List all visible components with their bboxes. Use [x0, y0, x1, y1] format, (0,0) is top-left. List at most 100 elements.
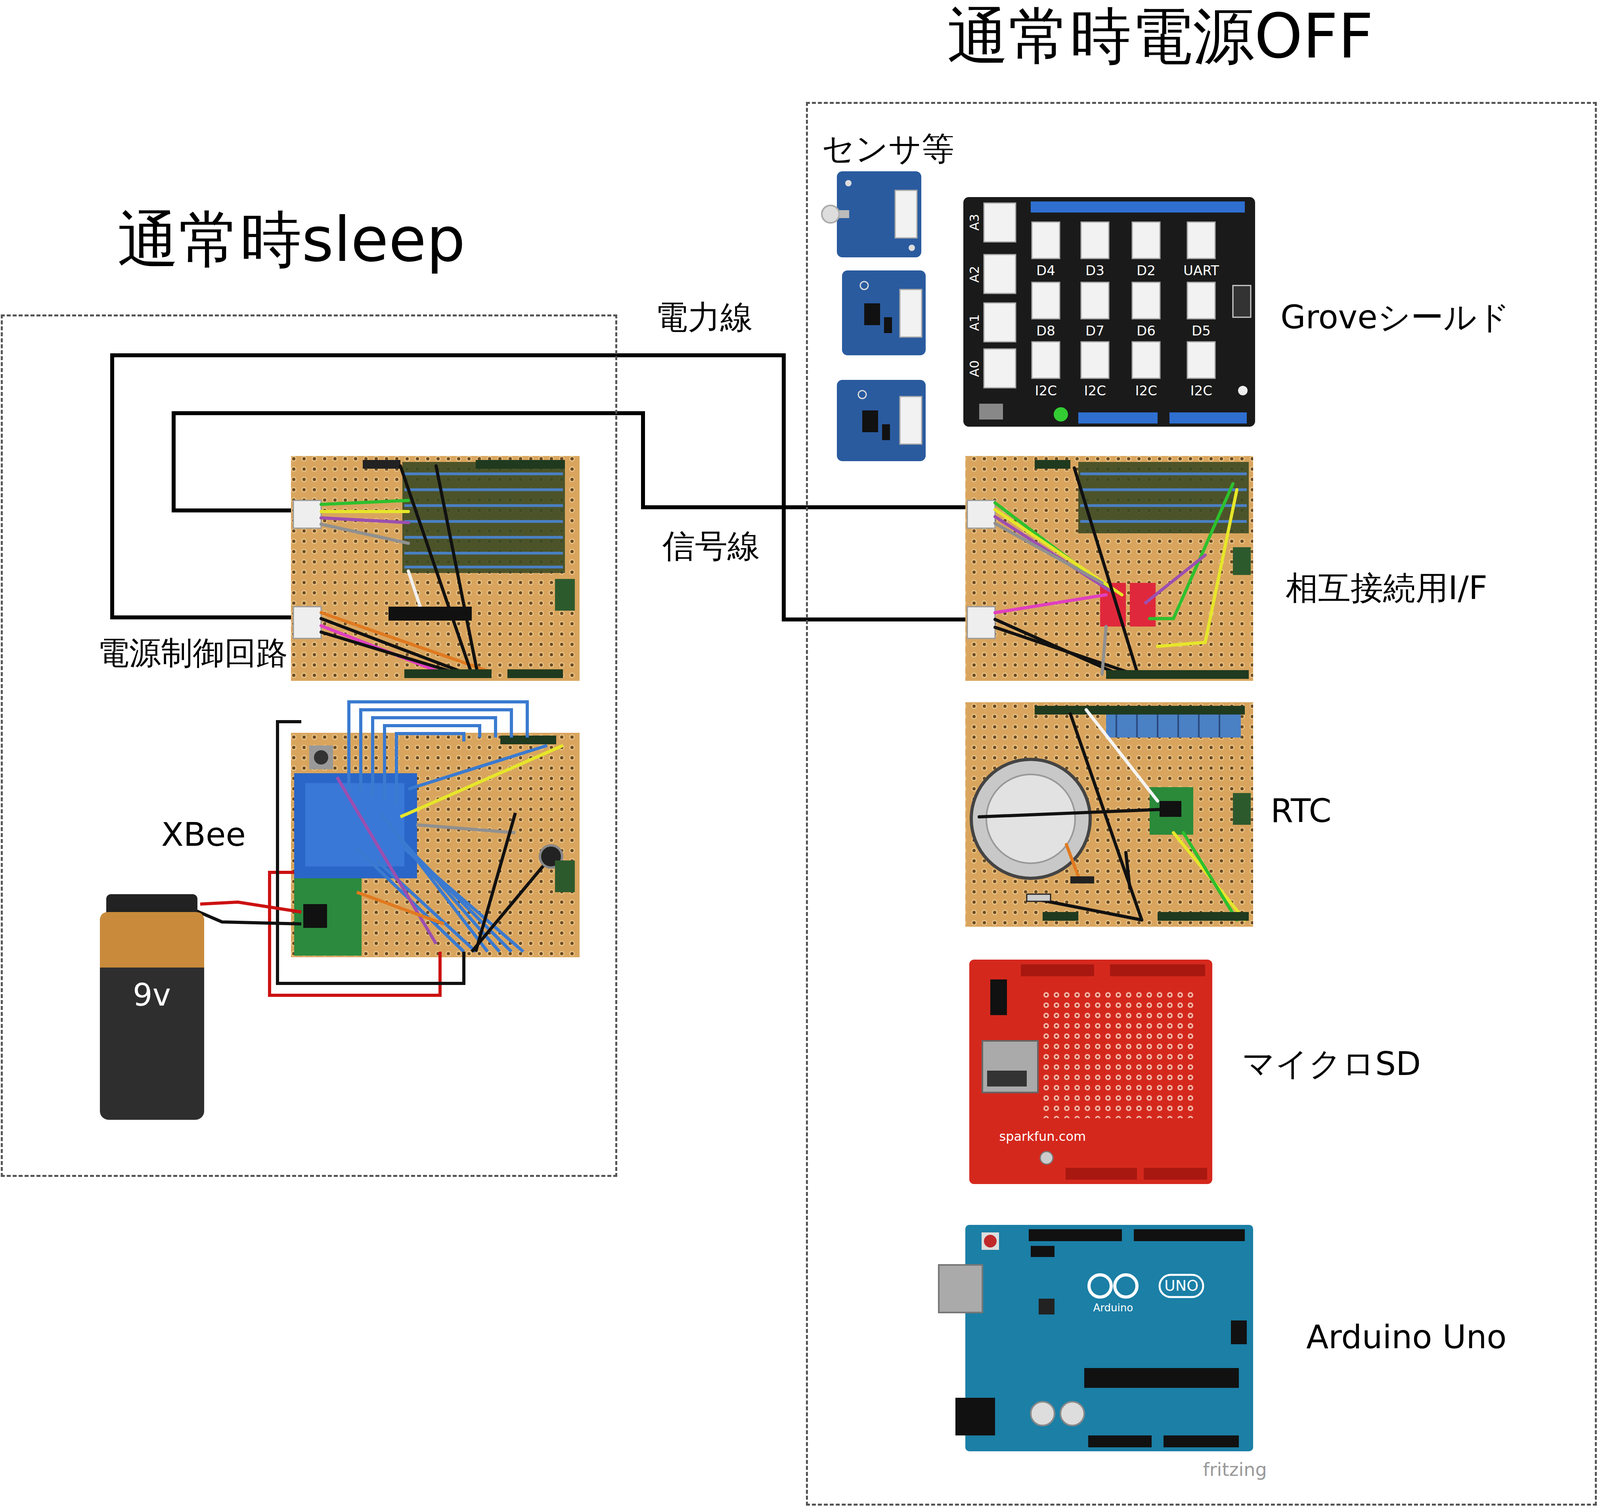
- power-board-art: [388, 606, 472, 621]
- arduino-art: [1159, 1274, 1204, 1297]
- xbee-board-art: [555, 860, 575, 892]
- rtc-board-art: [1106, 714, 1241, 738]
- xbee-board-art: [416, 824, 516, 833]
- silkscreen-label: UNO: [1164, 1277, 1199, 1294]
- rtc-board-art: [1125, 852, 1130, 889]
- node-label: XBee: [161, 815, 246, 854]
- silkscreen-label: D3: [1085, 263, 1105, 278]
- rtc-board-art: [1070, 876, 1095, 884]
- xbee-board-art: [336, 777, 437, 944]
- power-board-art: [290, 455, 580, 681]
- power-board-art: [321, 517, 409, 523]
- power-board-art: [321, 500, 409, 505]
- arduino-art: [1060, 1401, 1085, 1426]
- power-board-art: [436, 465, 478, 674]
- grove-shield-art: [1132, 222, 1160, 259]
- xbee-board-art: [348, 701, 548, 952]
- interface-board-art: [995, 523, 1103, 583]
- grove-shield-art: [983, 302, 1016, 342]
- sensor-modules: [899, 289, 922, 337]
- sd-shield-art: [1020, 964, 1095, 977]
- interface-board-art: [967, 606, 996, 639]
- rtc-board-art: [1198, 714, 1200, 738]
- silkscreen-label: A0: [967, 359, 982, 377]
- power-board-art: [400, 465, 472, 674]
- silkscreen-label: A3: [967, 213, 982, 231]
- grove-shield-art: [963, 197, 1256, 427]
- shield-board: マイクロSD: [969, 959, 1213, 1184]
- power-board-art: [321, 618, 468, 674]
- arduino-art: [938, 1224, 1254, 1451]
- interface-board-art: [1149, 483, 1233, 619]
- grove-shield-art: [983, 254, 1016, 294]
- power-board-art: [402, 461, 565, 573]
- sensor-modules: [862, 410, 879, 433]
- sd-shield-art: [1110, 964, 1206, 977]
- edge-label: 信号線: [662, 528, 760, 564]
- arduino-art: [981, 1232, 1000, 1250]
- xbee-board-art: [194, 909, 302, 924]
- xbee-board-art: [404, 848, 524, 952]
- interface-board-art: [1080, 488, 1247, 492]
- sd-shield-art: [1065, 1167, 1137, 1180]
- grove-shield-art: [1031, 341, 1060, 379]
- power-board-art: [321, 509, 409, 513]
- arduino-art: [938, 1264, 983, 1313]
- interface-board-art: [1074, 467, 1138, 674]
- grove-shield-art: [1187, 282, 1216, 319]
- power-board-art: [321, 465, 488, 674]
- rtc-board-art: [1086, 709, 1158, 801]
- silkscreen-label: sparkfun.com: [999, 1129, 1087, 1144]
- rtc-board-art: [1183, 832, 1237, 920]
- interface-board-art: [965, 455, 1254, 681]
- circuit-board: 電源制御回路: [290, 455, 580, 681]
- power-board-art: [404, 565, 563, 569]
- arduino-art: [1028, 1228, 1122, 1241]
- rtc-board-art: [971, 759, 1091, 879]
- sensor-modules: [836, 379, 926, 462]
- sensor-modules: [895, 190, 917, 238]
- silkscreen-label: A2: [967, 265, 982, 283]
- interface-board-art: [1145, 555, 1206, 603]
- arduino-art: [1088, 1274, 1112, 1297]
- power-board-art: [321, 631, 460, 674]
- rtc-board-art: [1218, 714, 1221, 738]
- sd-shield-art: [987, 1070, 1027, 1087]
- xbee-board-art: [294, 773, 418, 879]
- xbee-board-art: [269, 872, 441, 996]
- interface-board-art: [1080, 472, 1247, 476]
- interface-board-art: [995, 627, 1134, 674]
- node-label: 9v: [132, 977, 171, 1013]
- power-board-art: [321, 612, 488, 671]
- silkscreen-label: D5: [1191, 323, 1211, 339]
- battery-art: [99, 911, 205, 968]
- arduino-art: [1114, 1274, 1137, 1297]
- rtc-board-art: [1042, 911, 1079, 921]
- node-label: マイクロSD: [1242, 1044, 1421, 1083]
- interface-board-art: [1157, 489, 1237, 647]
- grove-shield-art: [1132, 282, 1160, 319]
- interface-board-art: [1232, 547, 1251, 575]
- arduino-art: [1163, 1435, 1239, 1447]
- xbee-board-art: [313, 750, 329, 765]
- power-board-art: [404, 551, 563, 555]
- silkscreen-label: I2C: [1035, 383, 1057, 399]
- power-board-art: [293, 500, 322, 529]
- node-label: 通常時sleep: [117, 204, 466, 276]
- grove-shield-art: [1081, 282, 1109, 319]
- silkscreen-label: A1: [967, 313, 982, 331]
- power-board-art: [408, 570, 421, 607]
- grove-shield-art: [983, 348, 1016, 388]
- sensor-modules: [821, 205, 840, 223]
- edge-label: 電力線: [655, 299, 753, 335]
- interface-board-art: [1106, 669, 1249, 679]
- sensor-modules: [821, 171, 926, 462]
- microcontroller-board: Arduino Uno: [965, 1224, 1254, 1451]
- sd-shield-art: [1143, 1167, 1208, 1180]
- interface-board-art: [1080, 520, 1247, 523]
- sd-shield-art: [990, 979, 1007, 1015]
- grove-shield-art: [1238, 385, 1248, 396]
- sensor-modules: [882, 424, 890, 441]
- power-board-art: [362, 459, 401, 469]
- circuit-board: RTC: [965, 702, 1254, 927]
